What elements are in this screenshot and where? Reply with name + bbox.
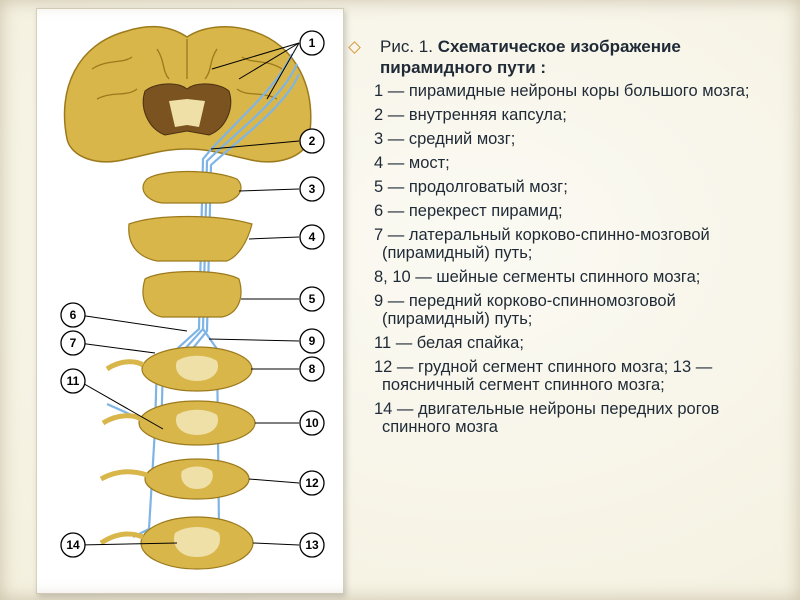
legend-item: 8, 10 — шейные сегменты спинного мозга; [374, 268, 701, 286]
pons-section [128, 215, 253, 262]
callout-label-3: 3 [309, 182, 316, 196]
callout-label-9: 9 [309, 334, 316, 348]
callout-3: 3 [299, 176, 325, 202]
callout-1: 1 [299, 30, 325, 56]
legend-item: 1 — пирамидные нейроны коры большого моз… [374, 82, 750, 100]
callout-13: 13 [299, 532, 325, 558]
left-leader-lines [78, 314, 188, 546]
legend-item: 14 — двигательные нейроны передних рогов… [374, 400, 720, 436]
brain-section [63, 26, 312, 163]
callout-12: 12 [299, 470, 325, 496]
callout-5: 5 [299, 286, 325, 312]
callout-10: 10 [299, 410, 325, 436]
legend-item: 7 — латеральный корково-спинно-мозговой … [374, 226, 710, 262]
callout-label-8: 8 [309, 362, 316, 376]
callout-2: 2 [299, 128, 325, 154]
medulla-section [142, 270, 242, 318]
pyramidal-tract-diagram: 1 2 3 4 5 9 8 10 [60, 26, 325, 570]
midbrain-section [142, 170, 242, 204]
spinal-segment-cervical-2 [101, 400, 256, 446]
right-leader-lines [208, 42, 300, 546]
callout-label-11: 11 [67, 374, 80, 388]
legend-item: 6 — перекрест пирамид; [374, 202, 563, 220]
callout-4: 4 [299, 224, 325, 250]
caption-panel: Рис. 1. Схематическое изображение пирами… [348, 36, 782, 442]
callout-9: 9 [299, 328, 325, 354]
callout-8: 8 [299, 356, 325, 382]
figure-number: Рис. 1. [380, 37, 433, 56]
callout-label-4: 4 [309, 230, 316, 244]
legend-item: 12 — грудной сегмент спинного мозга; 13 … [374, 358, 713, 394]
spinal-segment-cervical-1 [105, 346, 253, 392]
legend-item: 3 — средний мозг; [374, 130, 516, 148]
spinal-segment-thoracic [99, 458, 250, 500]
legend-item: 9 — передний корково-спинномозговой (пир… [374, 292, 676, 328]
legend-item: 4 — мост; [374, 154, 450, 172]
figure-caption: Рис. 1. Схематическое изображение пирами… [348, 36, 782, 78]
callout-6: 6 [60, 302, 86, 328]
legend-item: 2 — внутренняя капсула; [374, 106, 567, 124]
figure-title: Схематическое изображение пирамидного пу… [380, 37, 681, 77]
legend-item: 11 — белая спайка; [374, 334, 524, 352]
pyramidal-tract-figure: 1 2 3 4 5 9 8 10 [36, 8, 344, 594]
callout-label-10: 10 [305, 416, 319, 430]
callout-label-5: 5 [309, 292, 316, 306]
callout-7: 7 [60, 330, 86, 356]
callout-11: 11 [60, 368, 86, 394]
callout-label-14: 14 [66, 538, 80, 552]
callout-label-2: 2 [309, 134, 316, 148]
callout-label-7: 7 [70, 336, 77, 350]
callout-label-1: 1 [309, 36, 316, 50]
callout-label-13: 13 [305, 538, 319, 552]
legend-item: 5 — продолговатый мозг; [374, 178, 568, 196]
callout-label-6: 6 [70, 308, 77, 322]
callout-14: 14 [60, 532, 86, 558]
callout-label-12: 12 [305, 476, 319, 490]
spinal-segment-lumbar [99, 516, 254, 570]
